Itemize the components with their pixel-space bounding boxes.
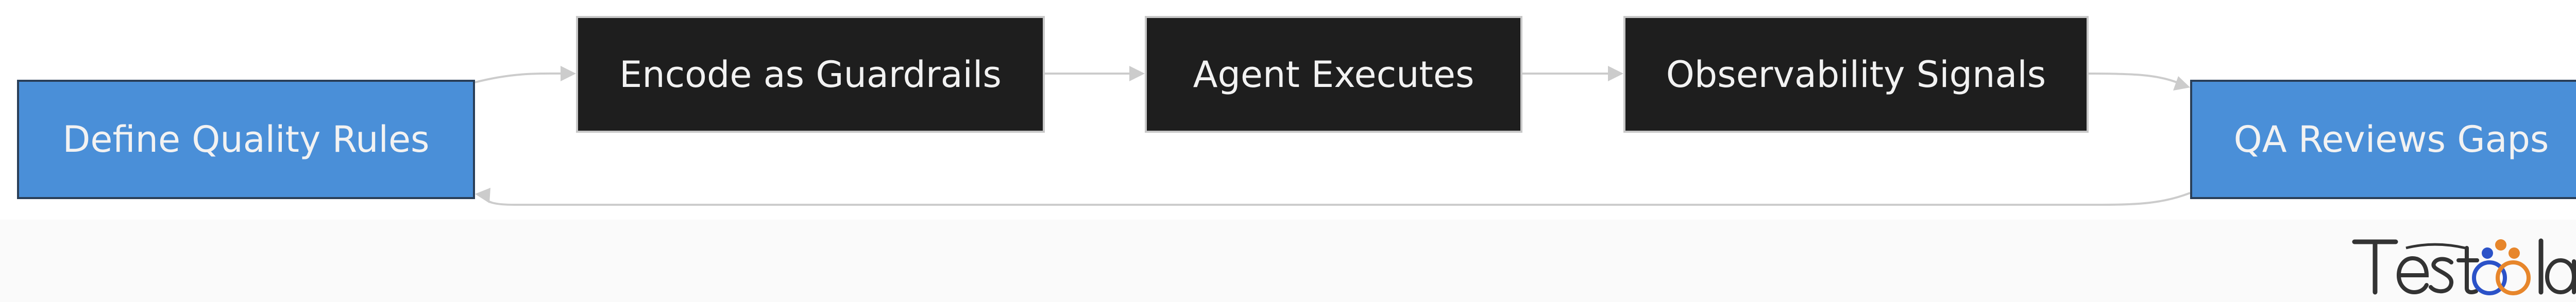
arrowhead-qa <box>2173 76 2190 91</box>
node-label: QA Reviews Gaps <box>2233 118 2549 161</box>
node-encode-as-guardrails: Encode as Guardrails <box>576 16 1045 133</box>
arrowhead-encode <box>561 66 576 81</box>
node-define-quality-rules: Define Quality Rules <box>17 80 475 199</box>
node-label: Encode as Guardrails <box>619 53 1002 96</box>
node-observability-signals: Observability Signals <box>1623 16 2089 133</box>
testcollab-logo <box>2352 238 2576 295</box>
arrowhead-agent <box>1129 66 1145 81</box>
node-label: Observability Signals <box>1666 53 2046 96</box>
node-agent-executes: Agent Executes <box>1145 16 1522 133</box>
arrowhead-define <box>475 188 490 203</box>
edge-obs-to-qa <box>2088 73 2180 84</box>
node-qa-reviews-gaps: QA Reviews Gaps <box>2190 80 2576 199</box>
footer-band <box>0 220 2576 302</box>
edge-qa-to-define <box>485 192 2191 206</box>
node-label: Define Quality Rules <box>62 118 430 161</box>
arrowhead-obs <box>1608 66 1623 81</box>
node-label: Agent Executes <box>1193 53 1475 96</box>
edge-define-to-encode <box>474 70 571 83</box>
